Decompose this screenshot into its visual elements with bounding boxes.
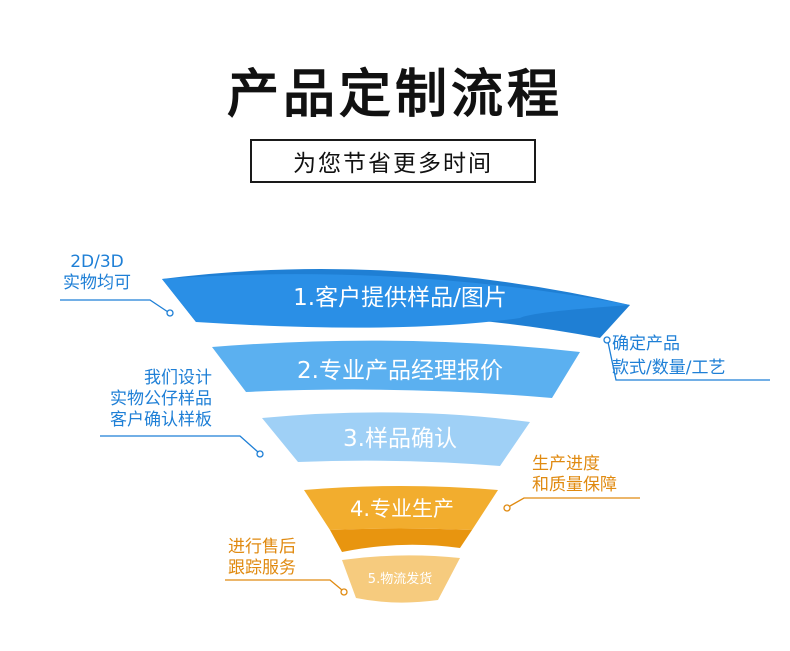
stage-5-label: 5.物流发货 — [368, 571, 432, 587]
page-title: 产品定制流程 — [226, 65, 563, 125]
stage-2-label: 2.专业产品经理报价 — [297, 358, 503, 384]
note-2-line-2: 款式/数量/工艺 — [612, 358, 726, 378]
stage-1-shape — [162, 274, 630, 328]
connector-4-dot — [503, 504, 511, 512]
note-1: 2D/3D 实物均可 — [52, 252, 142, 294]
note-4-line-1: 生产进度 — [532, 454, 600, 474]
connector-5 — [225, 579, 343, 591]
funnel-stage-4: 4.专业生产 — [304, 486, 498, 552]
connector-1-dot — [166, 309, 174, 317]
connector-2-dot — [603, 336, 611, 344]
note-1-line-1: 2D/3D — [70, 252, 124, 272]
connector-2 — [607, 341, 770, 381]
note-3: 我们设计 实物公仔样品 客户确认样板 — [82, 368, 212, 431]
funnel-stage-3: 3.样品确认 — [262, 412, 530, 466]
note-3-line-2: 实物公仔样品 — [110, 389, 212, 409]
subtitle-text: 为您节省更多时间 — [293, 151, 493, 177]
connector-5-dot — [340, 588, 348, 596]
stage-5-shape — [342, 555, 460, 603]
funnel-stage-5: 5.物流发货 — [342, 555, 460, 603]
stage-3-label: 3.样品确认 — [343, 426, 457, 452]
funnel-stage-2: 2.专业产品经理报价 — [212, 340, 580, 398]
subtitle-box: 为您节省更多时间 — [250, 139, 536, 183]
connector-1 — [60, 299, 169, 313]
note-5-line-2: 跟踪服务 — [228, 558, 296, 578]
note-2: 确定产品 款式/数量/工艺 — [612, 334, 725, 379]
connector-4 — [509, 497, 640, 507]
stage-4-label: 4.专业生产 — [350, 497, 454, 521]
note-2-line-1: 确定产品 — [612, 334, 680, 354]
connector-3-dot — [256, 450, 264, 458]
note-1-line-2: 实物均可 — [63, 273, 131, 293]
stage-3-shape — [262, 412, 530, 466]
note-4: 生产进度 和质量保障 — [532, 454, 617, 496]
note-3-line-1: 我们设计 — [144, 368, 212, 388]
note-3-line-3: 客户确认样板 — [110, 410, 212, 430]
connector-lines — [60, 299, 770, 596]
note-5: 进行售后 跟踪服务 — [228, 537, 296, 579]
connector-3 — [100, 435, 259, 453]
note-4-line-2: 和质量保障 — [532, 475, 617, 495]
stage-4-fold — [330, 528, 472, 552]
stage-2-shape — [212, 340, 580, 398]
stage-4-shape — [304, 486, 498, 530]
note-5-line-1: 进行售后 — [228, 537, 296, 557]
stage-1-label: 1.客户提供样品/图片 — [293, 285, 507, 311]
funnel-stage-1: 1.客户提供样品/图片 — [162, 268, 630, 338]
